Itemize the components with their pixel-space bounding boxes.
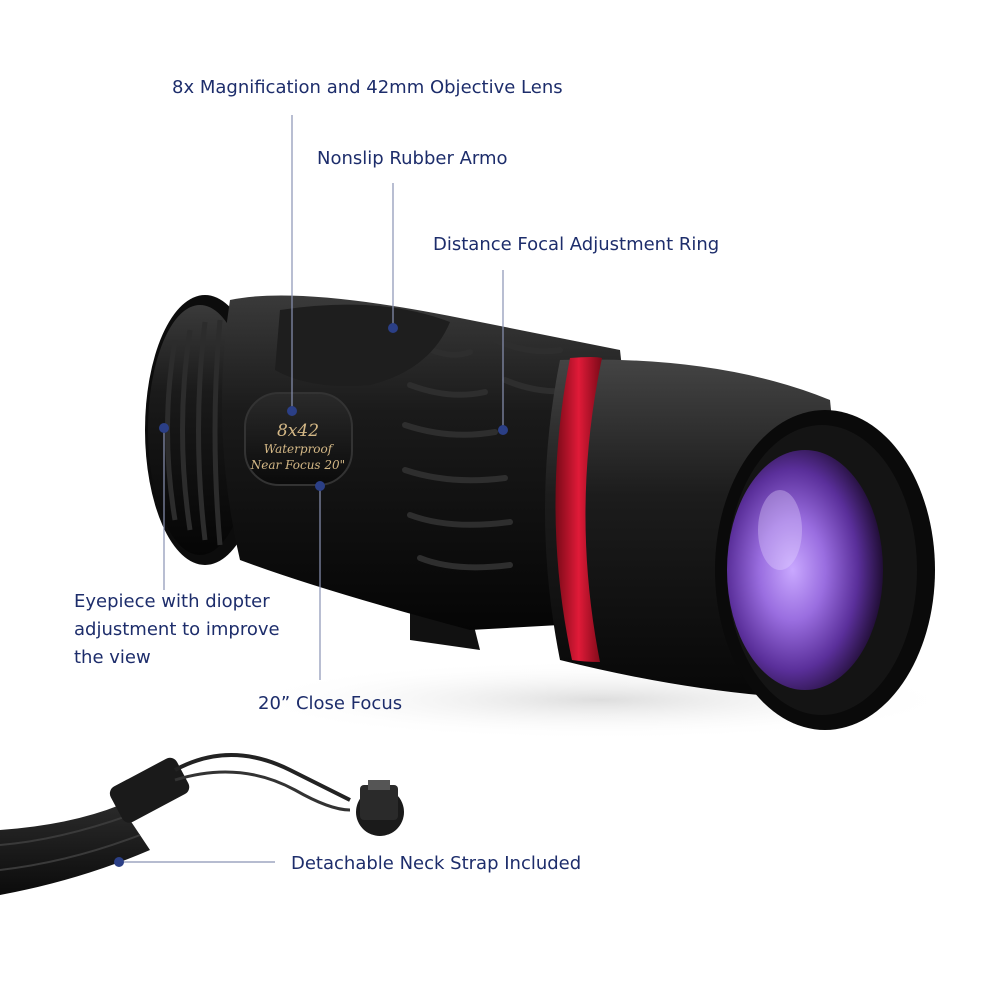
grip-bump bbox=[275, 304, 450, 386]
callout-neck-strap: Detachable Neck Strap Included bbox=[291, 853, 582, 874]
dot-neck-strap bbox=[114, 857, 124, 867]
callout-eyepiece: Eyepiece with diopter adjustment to impr… bbox=[74, 591, 280, 668]
plate-line2: Waterproof bbox=[264, 442, 335, 456]
dot-close-focus bbox=[315, 481, 325, 491]
plate-line1: 8x42 bbox=[277, 421, 319, 441]
red-focus-ring bbox=[555, 357, 602, 662]
callout-focal-ring: Distance Focal Adjustment Ring bbox=[433, 234, 720, 255]
neck-strap bbox=[0, 753, 404, 895]
dot-eyepiece bbox=[159, 423, 169, 433]
dot-focal-ring bbox=[498, 425, 508, 435]
objective-lens bbox=[727, 450, 883, 690]
dot-armor bbox=[388, 323, 398, 333]
dot-magnification bbox=[287, 406, 297, 416]
callout-armor: Nonslip Rubber Armo bbox=[317, 148, 508, 169]
plate-line3: Near Focus 20" bbox=[250, 458, 345, 472]
product-plate bbox=[244, 392, 353, 486]
callout-magnification: 8x Magnification and 42mm Objective Lens bbox=[172, 77, 563, 98]
callout-close-focus: 20” Close Focus bbox=[258, 693, 403, 714]
